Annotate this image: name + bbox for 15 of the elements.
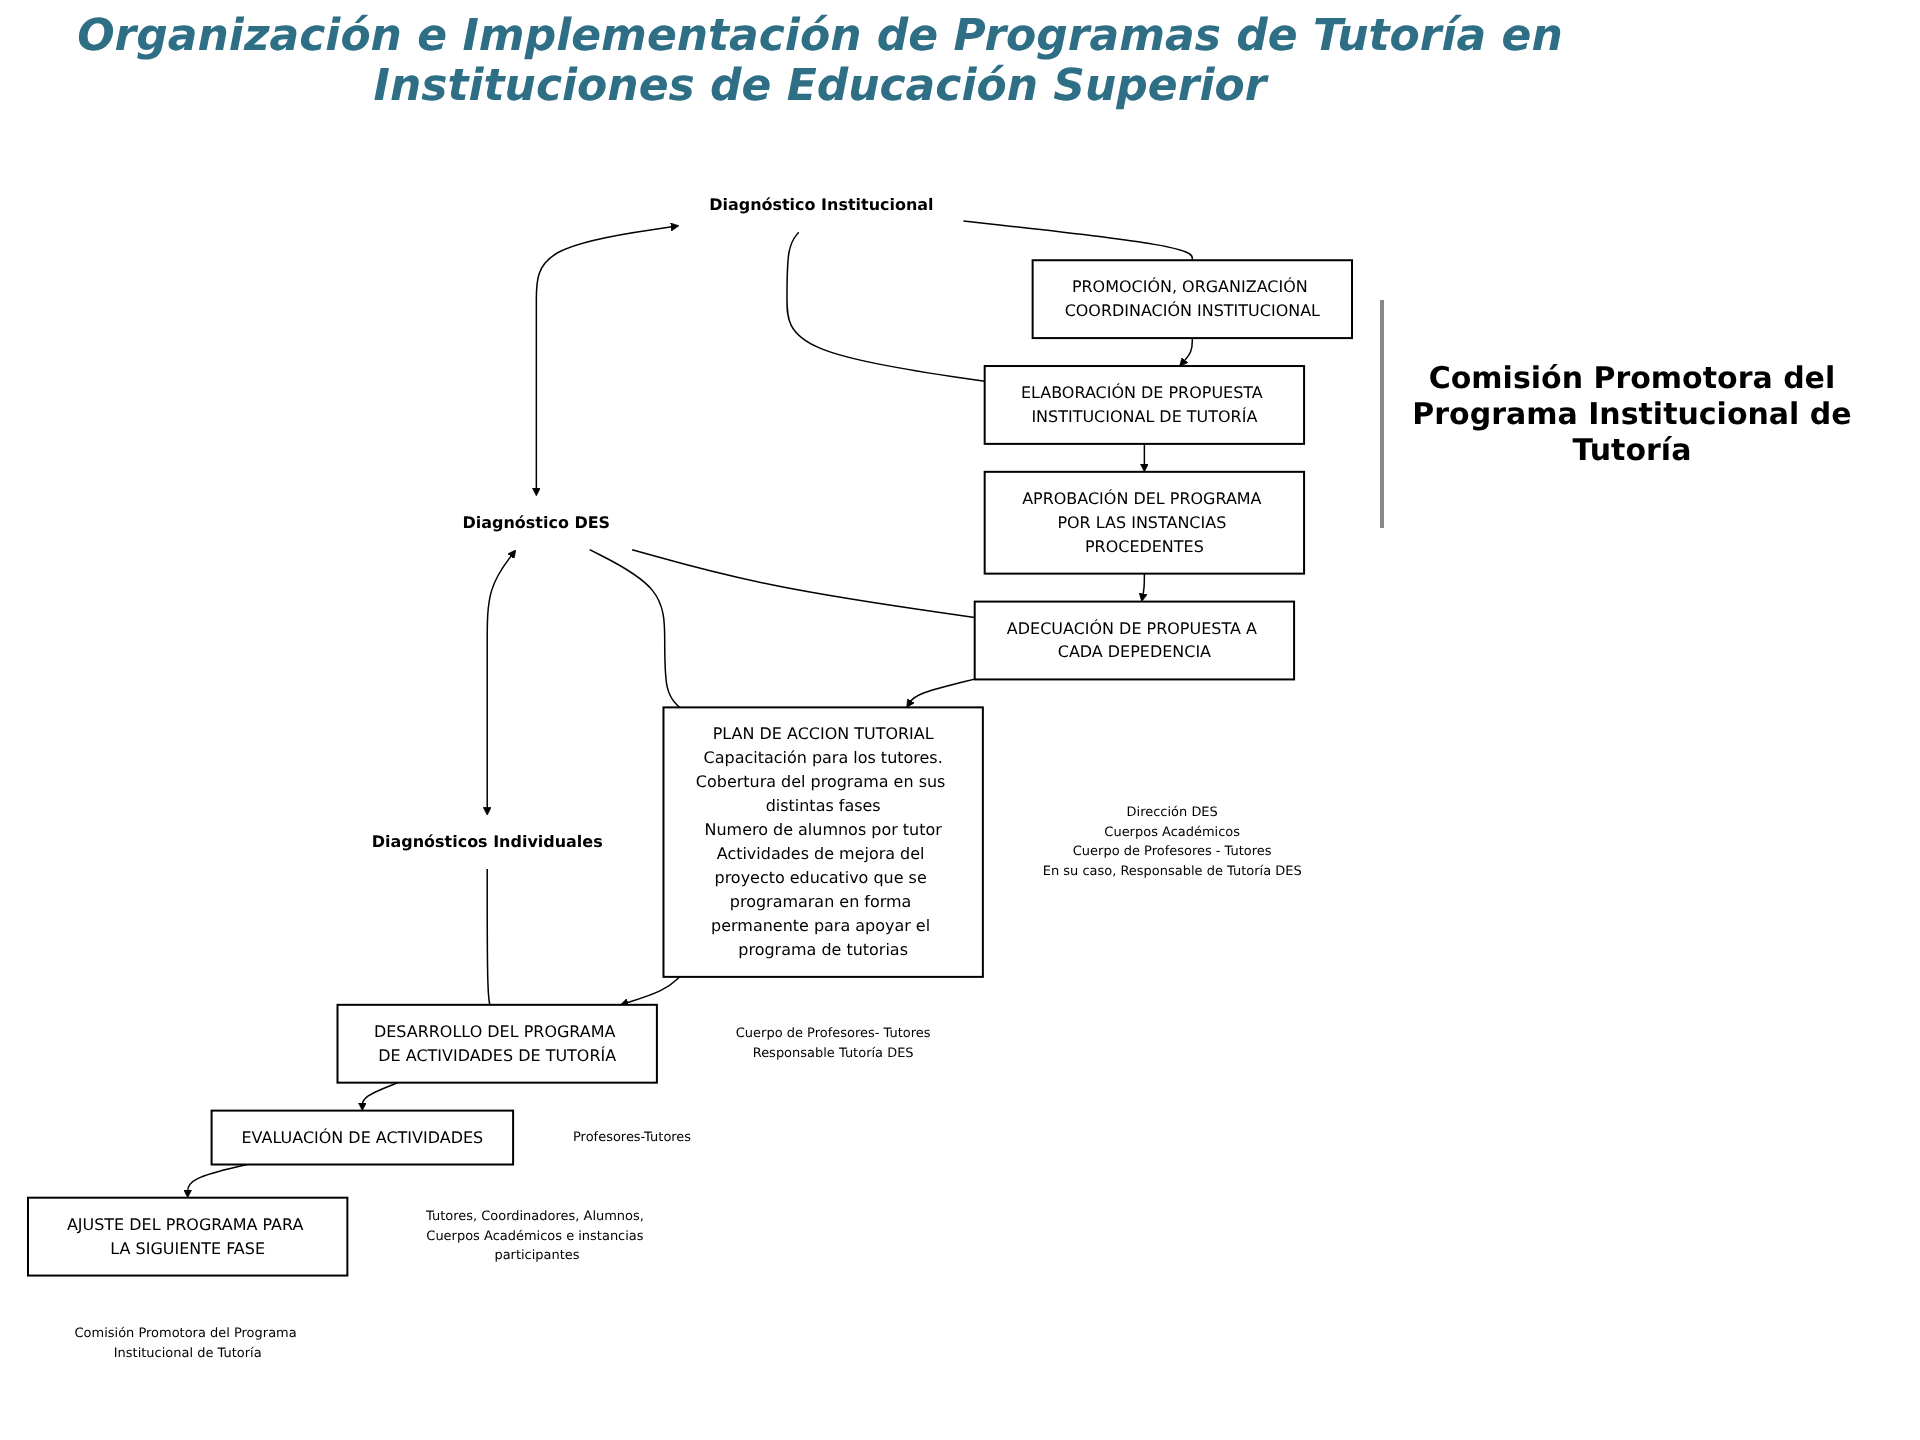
connector bbox=[486, 868, 491, 1006]
arrow bbox=[531, 222, 680, 497]
arrow bbox=[1138, 572, 1148, 602]
arrow bbox=[357, 1081, 399, 1111]
slide-title: Organización e Implementación de Programas de Tutoría en Instituciones de Educación Superior bbox=[75, 12, 1565, 112]
arrow bbox=[1179, 337, 1194, 367]
connector bbox=[631, 548, 976, 619]
connector bbox=[962, 220, 1194, 261]
arrow bbox=[482, 549, 517, 816]
connector bbox=[786, 231, 986, 383]
arrow bbox=[906, 678, 976, 708]
bracket-note: Comisión Promotora del Programa Institucional de Tutoría bbox=[1380, 300, 1880, 528]
arrow bbox=[620, 976, 681, 1007]
connector bbox=[588, 548, 681, 709]
arrow bbox=[1140, 443, 1149, 473]
